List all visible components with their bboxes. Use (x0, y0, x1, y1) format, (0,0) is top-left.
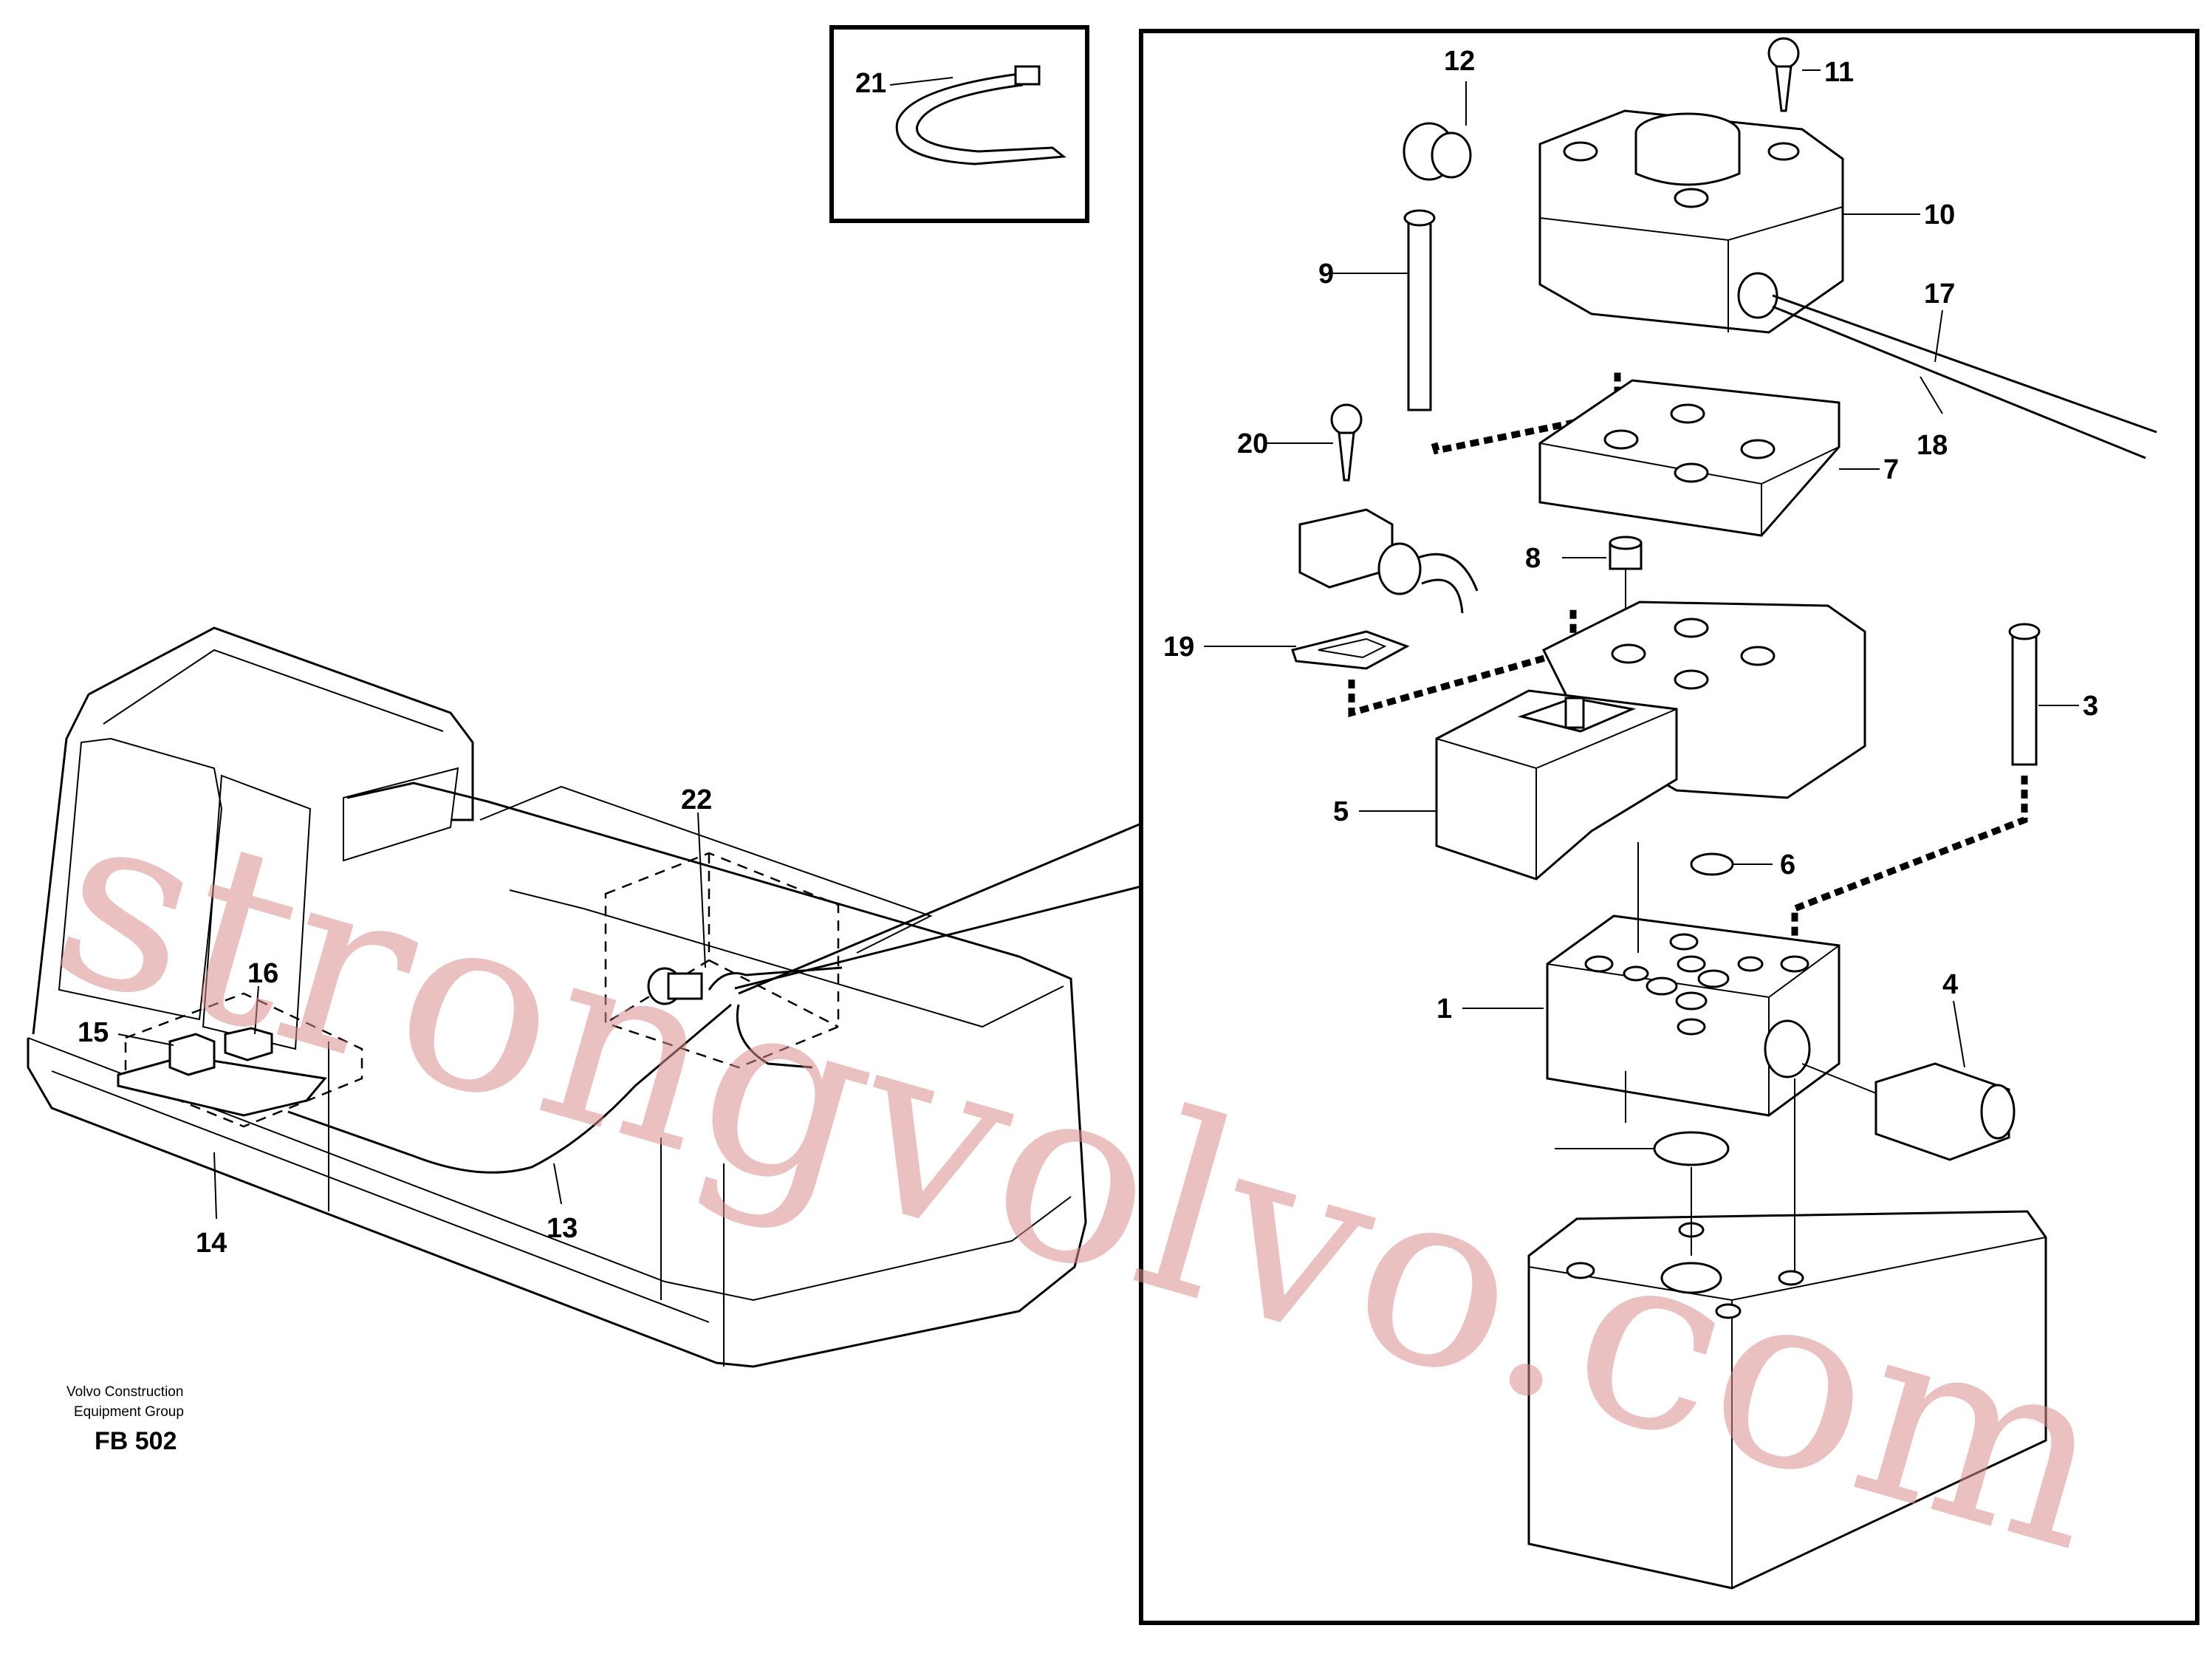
cable-tie-inset (829, 25, 1089, 223)
detail-frame (1139, 29, 2199, 1625)
callout-labels: 21 12 11 10 9 17 18 20 7 8 19 3 5 6 1 4 … (78, 46, 2098, 1259)
callout-13: 13 (547, 1213, 578, 1244)
callout-4: 4 (1942, 969, 1958, 1000)
callout-11: 11 (1824, 57, 1854, 88)
callout-20: 20 (1237, 428, 1268, 459)
excavator-overview (27, 626, 1142, 1368)
callout-7: 7 (1883, 454, 1899, 485)
leader-lines (117, 69, 2079, 1220)
callout-8: 8 (1525, 543, 1541, 574)
callout-17: 17 (1924, 278, 1955, 310)
credit-line-2: Equipment Group (74, 1404, 184, 1420)
callout-6: 6 (1780, 849, 1795, 880)
callout-10: 10 (1924, 199, 1955, 230)
callout-14: 14 (196, 1228, 227, 1259)
figure-code: FB 502 (95, 1427, 177, 1455)
callout-16: 16 (247, 958, 278, 989)
watermark: strongvolvo.com (29, 750, 2137, 1605)
callout-1: 1 (1437, 994, 1452, 1025)
credit-line-1: Volvo Construction (66, 1384, 183, 1400)
valve-assembly (1291, 37, 2157, 1590)
credit-block: Volvo Construction Equipment Group FB 50… (66, 1384, 184, 1455)
callout-22: 22 (681, 784, 712, 815)
callout-5: 5 (1333, 796, 1349, 827)
callout-18: 18 (1917, 430, 1948, 461)
callout-19: 19 (1163, 632, 1194, 663)
callout-12: 12 (1444, 46, 1475, 77)
callout-21: 21 (855, 68, 886, 99)
callout-9: 9 (1318, 259, 1334, 290)
callout-15: 15 (78, 1017, 109, 1048)
callout-3: 3 (2083, 691, 2098, 722)
